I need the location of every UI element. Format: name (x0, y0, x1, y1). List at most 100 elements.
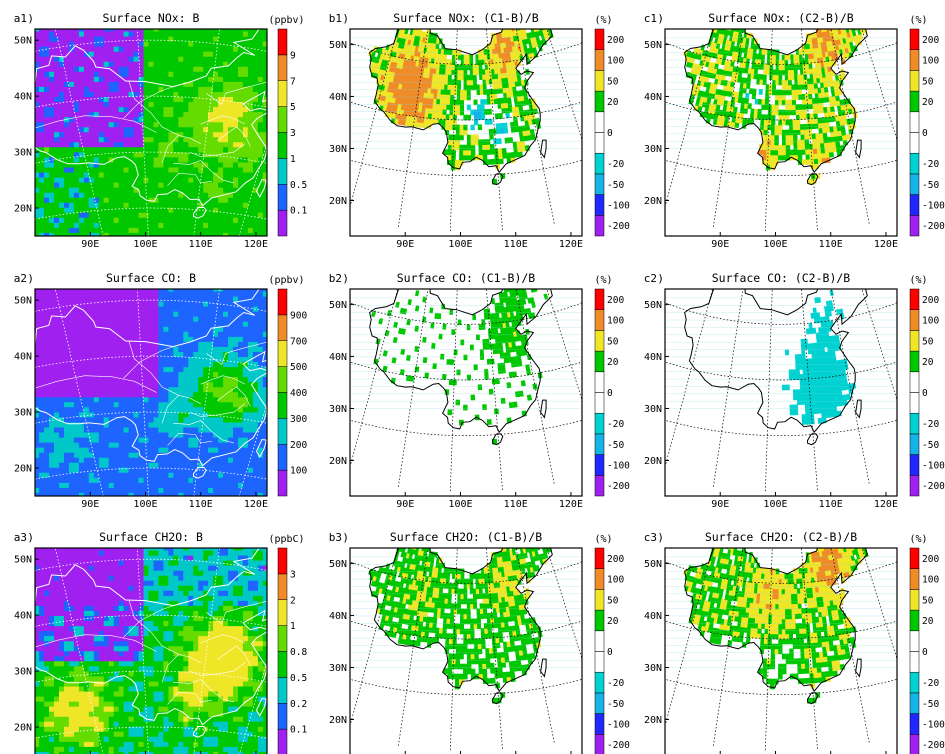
heatmap-cell (247, 66, 254, 72)
heatmap-cell (242, 66, 249, 72)
heatmap-cell (178, 156, 184, 163)
heatmap-cell (39, 161, 45, 168)
heatmap-cell (323, 61, 328, 66)
heatmap-cell (138, 116, 145, 123)
heatmap-cell (313, 208, 318, 213)
heatmap-cell (68, 217, 75, 223)
heatmap-cell (30, 117, 35, 122)
heatmap-cell (84, 21, 89, 26)
heatmap-cell (108, 182, 115, 188)
heatmap-cell (143, 101, 150, 108)
heatmap-cell (456, 104, 461, 111)
heatmap-cell (123, 61, 130, 67)
heatmap-cell (343, 182, 348, 187)
heatmap-cell (228, 141, 234, 148)
heatmap-cell (153, 30, 159, 37)
heatmap-cell (228, 51, 234, 57)
heatmap-cell (268, 36, 273, 41)
heatmap-cell (268, 132, 273, 137)
heatmap-cell (20, 127, 25, 132)
heatmap-cell (74, 16, 79, 21)
heatmap-cell (213, 106, 219, 113)
heatmap-cell (257, 197, 264, 203)
heatmap-cell (308, 197, 313, 202)
heatmap-cell (123, 161, 130, 168)
heatmap-cell (268, 187, 273, 192)
heatmap-cell (103, 51, 110, 57)
heatmap-cell (233, 16, 238, 21)
heatmap-cell (73, 35, 80, 42)
heatmap-cell (123, 197, 130, 203)
heatmap-cell (534, 117, 541, 125)
heatmap-cell (328, 72, 333, 77)
heatmap-cell (323, 46, 328, 51)
heatmap-cell (478, 139, 483, 146)
heatmap-cell (113, 86, 120, 92)
colorbar-tick-label: -50 (607, 180, 624, 191)
heatmap-cell (203, 161, 209, 168)
heatmap-cell (103, 182, 110, 188)
heatmap-cell (128, 106, 135, 113)
heatmap-cell (298, 228, 303, 233)
heatmap-cell (298, 67, 303, 72)
heatmap-cell (88, 81, 95, 87)
heatmap-cell (535, 5, 539, 10)
heatmap-cell (313, 233, 318, 238)
heatmap-cell (198, 66, 204, 72)
heatmap-cell (113, 126, 120, 133)
longitude-line (54, 29, 104, 236)
heatmap-cell (10, 233, 15, 238)
heatmap-cell (318, 157, 323, 162)
heatmap-cell (64, 151, 70, 158)
heatmap-cell (252, 151, 259, 158)
heatmap-cell (328, 233, 333, 238)
heatmap-cell (451, 134, 457, 141)
heatmap-cell (5, 6, 10, 11)
heatmap-cell (128, 187, 135, 193)
heatmap-cell (238, 96, 244, 102)
heatmap-cell (178, 212, 184, 218)
heatmap-cell (228, 35, 234, 42)
heatmap-cell (242, 197, 249, 203)
heatmap-cell (88, 35, 95, 42)
heatmap-cell (53, 151, 60, 158)
heatmap-cell (53, 111, 60, 118)
heatmap-cell (451, 154, 456, 161)
heatmap-cell (715, 104, 721, 111)
heatmap-cell (273, 182, 278, 187)
heatmap-cell (143, 207, 150, 213)
heatmap-cell (158, 76, 164, 82)
heatmap-cell (198, 101, 204, 108)
heatmap-cell (73, 81, 80, 87)
heatmap-cell (268, 112, 273, 117)
heatmap-cell (288, 31, 293, 36)
heatmap-cell (25, 6, 30, 11)
heatmap-cell (318, 213, 323, 218)
heatmap-cell (163, 212, 169, 218)
heatmap-cell (208, 227, 214, 233)
heatmap-cell (247, 182, 254, 188)
map-frame (34, 28, 268, 237)
heatmap-cell (58, 111, 65, 118)
heatmap-cell (15, 61, 20, 66)
heatmap-cell (49, 146, 55, 153)
heatmap-cell (441, 113, 447, 120)
heatmap-cell (5, 11, 10, 16)
heatmap-cell (88, 222, 95, 228)
heatmap-cell (78, 151, 85, 158)
heatmap-cell (98, 146, 105, 153)
heatmap-cell (313, 36, 318, 41)
heatmap-cell (108, 86, 115, 92)
heatmap-cell (158, 101, 164, 108)
heatmap-cell (712, 83, 718, 90)
heatmap-cell (98, 197, 105, 203)
heatmap-cell (30, 172, 35, 177)
lat-tick-label: 50N (329, 40, 347, 51)
heatmap-cell (242, 136, 249, 143)
heatmap-cell (39, 96, 45, 102)
heatmap-cell (73, 207, 80, 213)
heatmap-cell (303, 162, 308, 167)
heatmap-cell (293, 97, 298, 102)
heatmap-cell (15, 117, 20, 122)
heatmap-cell (59, 21, 64, 26)
